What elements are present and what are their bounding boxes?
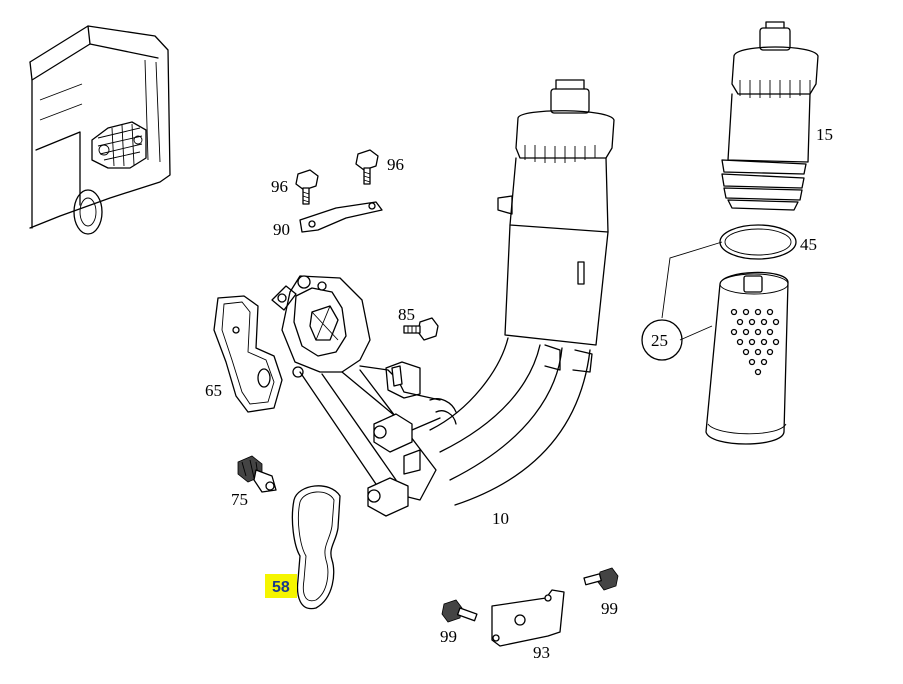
gasket-65[interactable] (213, 295, 283, 413)
callout-65[interactable]: 65 (205, 381, 222, 400)
bracket-93[interactable] (491, 589, 565, 647)
gasket-58[interactable] (291, 485, 341, 610)
bolt-85[interactable] (403, 317, 439, 341)
callout-93[interactable]: 93 (533, 643, 550, 662)
highlight-box-58 (265, 574, 297, 598)
callout-96-right[interactable]: 96 (387, 155, 404, 174)
callout-99-right[interactable]: 99 (601, 599, 618, 618)
leader-lines (641, 241, 723, 361)
callout-85[interactable]: 85 (398, 305, 415, 324)
oil-filter-cover-15[interactable] (721, 21, 819, 211)
plug-75[interactable] (237, 455, 277, 493)
callout-45[interactable]: 45 (800, 235, 817, 254)
callout-circle-25 (641, 319, 683, 361)
bracket-90[interactable] (299, 201, 383, 233)
filter-element-25[interactable] (705, 271, 789, 445)
bolt-99-left[interactable] (441, 599, 478, 623)
filter-perforation-pattern (730, 308, 780, 376)
callout-58[interactable]: 58 (272, 579, 290, 596)
oil-filter-housing[interactable] (271, 79, 615, 517)
callout-10[interactable]: 10 (492, 509, 509, 528)
callout-96-left[interactable]: 96 (271, 177, 288, 196)
callout-75[interactable]: 75 (231, 490, 248, 509)
engine-sketch (91, 121, 147, 169)
bolt-96-left[interactable] (295, 169, 319, 205)
callout-90[interactable]: 90 (273, 220, 290, 239)
o-ring-45[interactable] (719, 224, 797, 260)
callout-99-left[interactable]: 99 (440, 627, 457, 646)
callout-15[interactable]: 15 (816, 125, 833, 144)
bolt-99-right[interactable] (583, 567, 619, 591)
vehicle-locator-illustration (29, 25, 171, 235)
bolt-96-right[interactable] (355, 149, 379, 185)
callout-25[interactable]: 25 (651, 331, 668, 350)
